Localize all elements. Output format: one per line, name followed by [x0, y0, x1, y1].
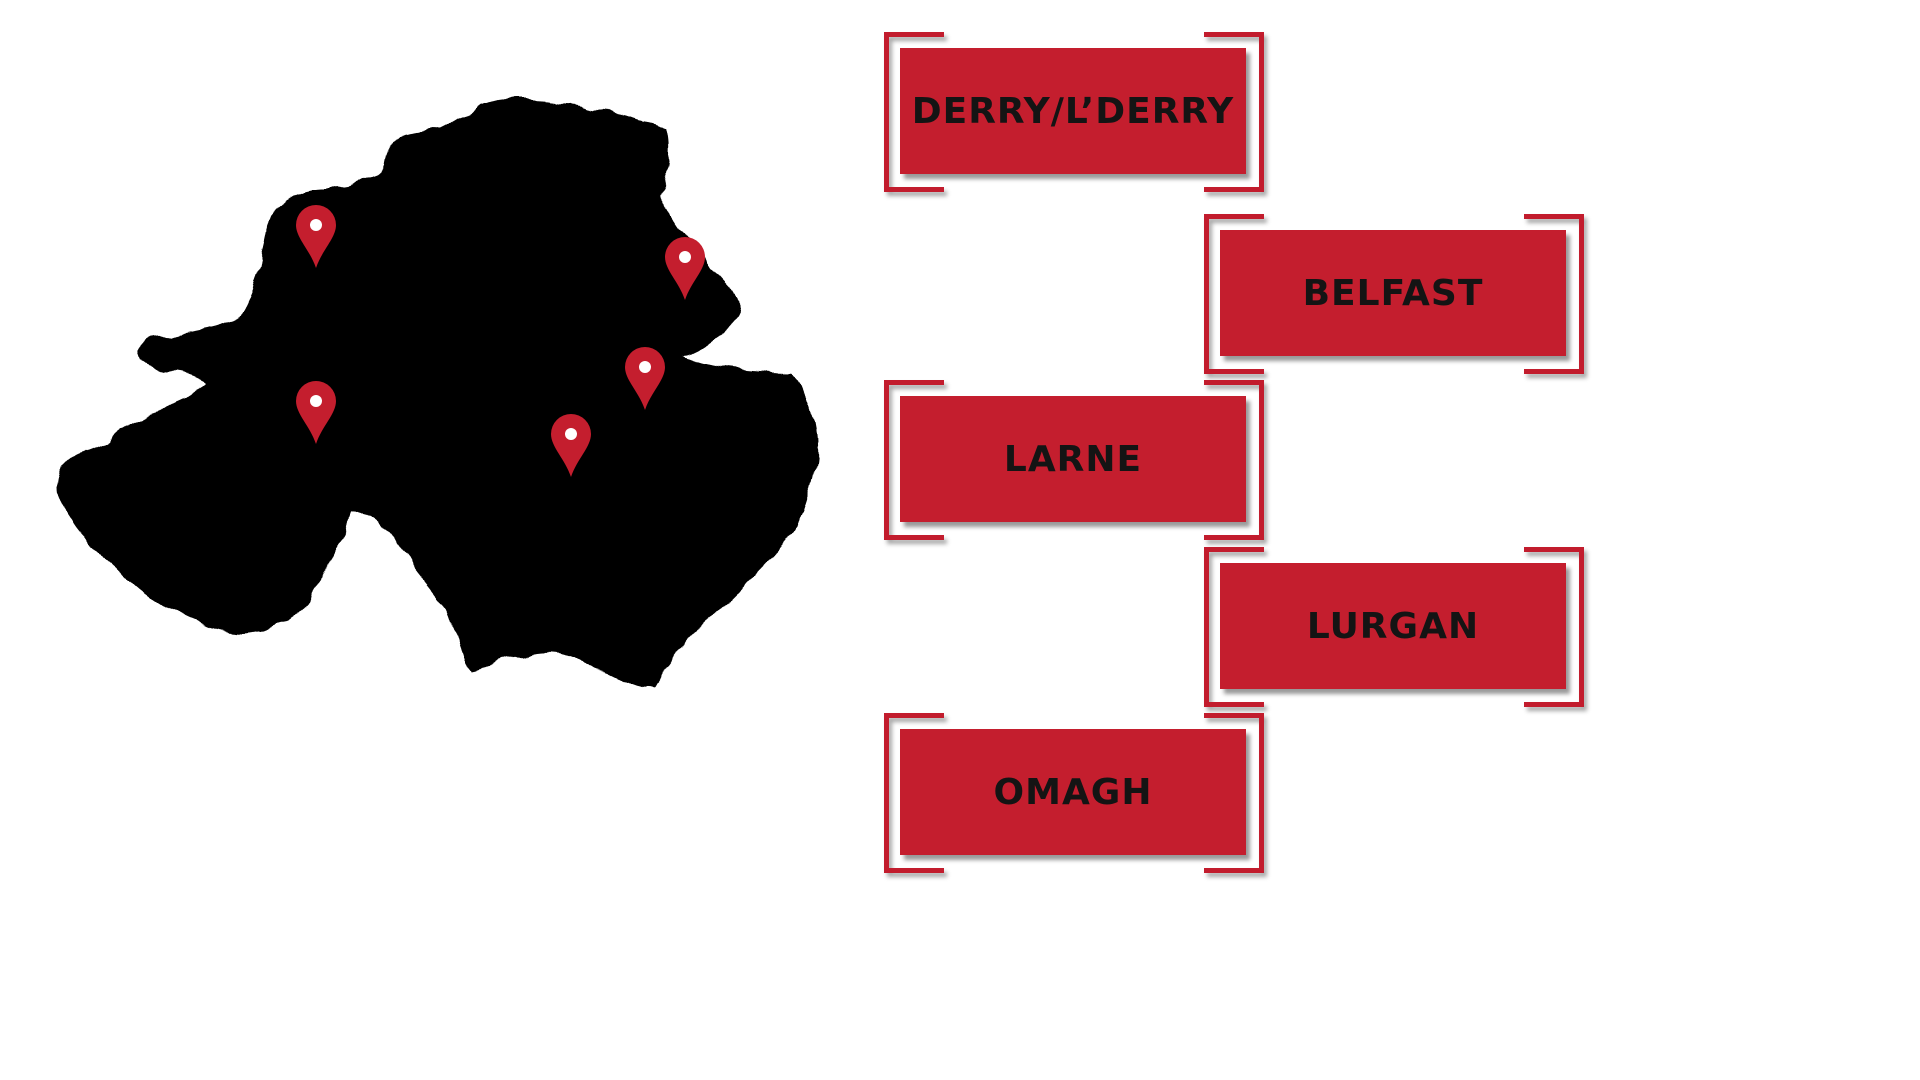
bracket-right — [1204, 380, 1264, 540]
label-plate: BELFAST — [1220, 230, 1566, 356]
bracket-left — [884, 713, 944, 873]
bracket-left — [884, 32, 944, 192]
map-marker-icon — [296, 205, 336, 268]
location-name: BELFAST — [1302, 272, 1484, 314]
label-plate: OMAGH — [900, 729, 1246, 855]
map-marker-icon — [296, 381, 336, 444]
location-label-larne: LARNE — [884, 380, 1264, 540]
map-marker-icon — [665, 237, 705, 300]
map-marker-icon — [625, 347, 665, 410]
label-plate: LURGAN — [1220, 563, 1566, 689]
label-plate: LARNE — [900, 396, 1246, 522]
landmass-silhouette — [57, 99, 818, 689]
bracket-left — [884, 380, 944, 540]
location-name: OMAGH — [993, 771, 1153, 813]
bracket-left — [1204, 214, 1264, 374]
bracket-left — [1204, 547, 1264, 707]
location-label-derry: DERRY/L’DERRY — [884, 32, 1264, 192]
northern-ireland-map — [57, 99, 818, 689]
location-name: DERRY/L’DERRY — [911, 90, 1235, 132]
bracket-right — [1524, 214, 1584, 374]
label-plate: DERRY/L’DERRY — [900, 48, 1246, 174]
location-name: LARNE — [1003, 438, 1143, 480]
location-label-omagh: OMAGH — [884, 713, 1264, 873]
map-marker-icon — [551, 414, 591, 477]
location-label-belfast: BELFAST — [1204, 214, 1584, 374]
location-name: LURGAN — [1306, 605, 1480, 647]
bracket-right — [1524, 547, 1584, 707]
bracket-right — [1204, 713, 1264, 873]
location-label-lurgan: LURGAN — [1204, 547, 1584, 707]
bracket-right — [1204, 32, 1264, 192]
